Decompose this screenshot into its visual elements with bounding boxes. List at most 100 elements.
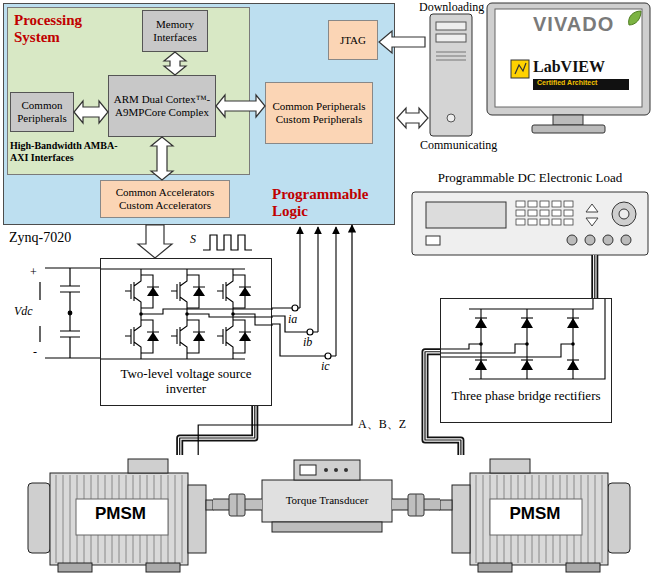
box-label: Three phase bridge rectifiers <box>441 389 611 404</box>
end-bell <box>608 483 630 553</box>
dc-rail <box>101 269 245 359</box>
box-label: Common Peripherals <box>272 100 365 113</box>
device-box: Two-level voltage source inverter <box>100 258 272 406</box>
diode <box>193 287 205 296</box>
keypad-key <box>528 219 537 225</box>
box-label: Custom Peripherals <box>276 113 362 126</box>
dc-rail <box>469 299 605 379</box>
box-label: Torque Transducer <box>262 494 392 506</box>
diode <box>187 275 205 308</box>
label-holder: ic <box>321 359 330 374</box>
text-holder: VIVADO <box>533 13 633 36</box>
igbt <box>125 269 141 314</box>
diode <box>239 332 251 341</box>
block-arrow <box>151 137 173 180</box>
label-holder: A、B、Z <box>357 416 407 433</box>
device-drawing <box>441 299 605 379</box>
block-box: Memory Interfaces <box>142 10 208 52</box>
keypad-key <box>540 219 549 225</box>
transducer-head <box>294 460 360 480</box>
ac-input <box>441 344 481 349</box>
labview-icon <box>511 60 529 78</box>
text-holder: High-Bandwidth AMBA-AXI Interfaces <box>10 140 118 163</box>
text-holder: PMSM <box>440 455 630 573</box>
cooling-fin <box>70 475 71 563</box>
power-cable <box>425 352 461 455</box>
pwm-signal <box>203 235 252 250</box>
transducer-display <box>300 465 316 475</box>
phase-output <box>187 314 273 317</box>
diode <box>475 360 487 370</box>
diode <box>521 359 533 360</box>
text-holder: Two-level voltage source inverter <box>101 367 271 397</box>
diode <box>193 332 205 341</box>
diode <box>567 317 579 318</box>
current-feedback <box>335 227 336 356</box>
device-box: VIVADOLabVIEWCertified Architect <box>487 3 650 135</box>
label-holder: - <box>33 345 37 360</box>
diode <box>141 275 159 308</box>
indicator-dot <box>324 468 328 472</box>
block-box: Processing SystemHigh-Bandwidth AMBA-AXI… <box>7 7 250 175</box>
front-flange <box>452 485 470 553</box>
connector <box>425 352 461 455</box>
front-flange <box>188 485 206 553</box>
load-display <box>426 202 506 228</box>
labview-icon <box>515 63 526 74</box>
power-cable <box>180 406 255 455</box>
pc-tower <box>430 14 472 136</box>
diode <box>475 317 487 318</box>
signal-label: Vdc <box>14 304 33 319</box>
diode <box>233 275 251 308</box>
label-holder: S <box>190 232 196 247</box>
text-holder: LabVIEW <box>533 58 633 76</box>
signal-label: ia <box>288 312 297 327</box>
cooling-fin <box>595 475 596 563</box>
block-box: ARM Dual Cortex™-A9MPCore Complex <box>108 75 216 137</box>
node-dot <box>571 342 575 346</box>
pc-tower <box>436 22 466 30</box>
text-holder: JTAG <box>329 21 377 59</box>
block-box: Common PeripheralsCustom Peripherals <box>265 82 373 144</box>
power-cable <box>594 255 595 298</box>
keypad-key <box>564 219 573 225</box>
keypad-key <box>528 201 537 207</box>
load-body <box>412 192 648 255</box>
box-label: Common Accelerators <box>116 186 215 199</box>
pc-tower <box>447 114 455 122</box>
pc-tower <box>430 14 472 136</box>
keypad-key <box>528 210 537 216</box>
text-holder: Programmable DC Electronic Load <box>412 170 648 186</box>
cooling-fin <box>63 475 64 563</box>
diode <box>475 359 487 360</box>
device-box: PMSM <box>440 455 630 573</box>
igbt <box>171 269 187 314</box>
arrow-key <box>586 204 598 212</box>
diode <box>567 360 579 370</box>
vivado-leaf <box>629 11 641 25</box>
diode <box>239 287 251 296</box>
power-cable <box>180 406 255 455</box>
dc-link-capacitors <box>45 268 100 358</box>
diode <box>567 318 579 328</box>
terminal <box>621 235 631 245</box>
device-drawing <box>412 192 648 255</box>
block-arrow <box>74 101 108 123</box>
connector <box>151 137 173 180</box>
box-label: Programmable DC Electronic Load <box>412 170 648 186</box>
cooling-fin <box>483 475 484 563</box>
pc-tower <box>436 34 466 42</box>
signal-label: + <box>30 265 37 280</box>
phase-wires <box>292 305 298 311</box>
igbt <box>217 314 233 359</box>
keypad-key <box>540 201 549 207</box>
edge-label: A、B、Z <box>357 416 407 433</box>
monitor-base <box>532 125 605 133</box>
power-switch <box>426 236 440 245</box>
keypad-key <box>516 201 525 207</box>
text-holder: Common PeripheralsCustom Peripherals <box>266 83 372 143</box>
diode <box>521 318 533 328</box>
node-dot <box>231 312 235 316</box>
current-feedback <box>317 227 318 332</box>
